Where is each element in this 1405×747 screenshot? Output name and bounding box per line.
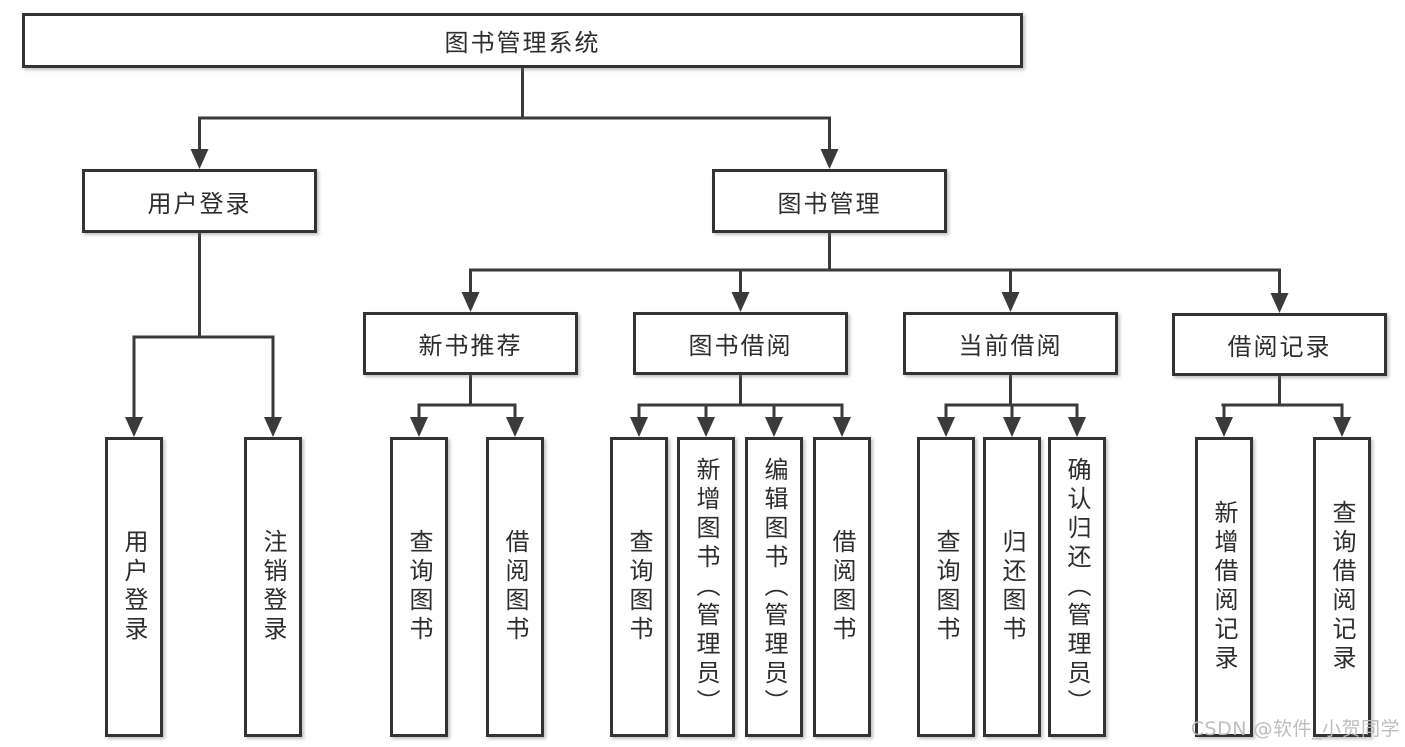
node-label: 查询借阅记录 bbox=[1328, 500, 1356, 674]
node-label: 新增图书（管理员） bbox=[692, 456, 720, 718]
node-label: 新书推荐 bbox=[418, 332, 523, 360]
leaf-query-books-borrow: 查询图书 bbox=[610, 437, 668, 737]
leaf-query-books-recommend: 查询图书 bbox=[390, 437, 448, 737]
node-label: 编辑图书（管理员） bbox=[760, 456, 788, 718]
arrowheads bbox=[125, 149, 1351, 437]
node-new-book-recommend: 新书推荐 bbox=[363, 312, 578, 375]
leaf-user-login: 用户登录 bbox=[105, 437, 163, 737]
node-label: 图书借阅 bbox=[688, 332, 793, 360]
node-current-borrow: 当前借阅 bbox=[903, 312, 1118, 375]
node-borrow-records: 借阅记录 bbox=[1172, 313, 1387, 376]
node-label: 借阅记录 bbox=[1227, 333, 1332, 361]
node-label: 用户登录 bbox=[120, 529, 148, 645]
csdn-watermark: CSDN @软件_小贺同学 bbox=[1190, 718, 1400, 740]
leaf-query-borrow-record: 查询借阅记录 bbox=[1313, 437, 1371, 737]
leaf-query-books-current: 查询图书 bbox=[917, 437, 975, 737]
node-label: 查询图书 bbox=[405, 529, 433, 645]
node-label: 查询图书 bbox=[932, 529, 960, 645]
leaf-add-borrow-record: 新增借阅记录 bbox=[1195, 437, 1253, 737]
node-label: 注销登录 bbox=[259, 529, 287, 645]
node-label: 归还图书 bbox=[998, 529, 1026, 645]
leaf-logout: 注销登录 bbox=[244, 437, 302, 737]
node-label: 新增借阅记录 bbox=[1210, 500, 1238, 674]
node-book-borrow: 图书借阅 bbox=[633, 312, 848, 375]
leaf-borrow-books-borrow: 借阅图书 bbox=[813, 437, 871, 737]
node-label: 借阅图书 bbox=[501, 529, 529, 645]
leaf-return-books: 归还图书 bbox=[983, 437, 1041, 737]
node-label: 确认归还（管理员） bbox=[1063, 456, 1091, 718]
node-label: 查询图书 bbox=[625, 529, 653, 645]
leaf-add-books-admin: 新增图书（管理员） bbox=[677, 437, 735, 737]
leaf-edit-books-admin: 编辑图书（管理员） bbox=[745, 437, 803, 737]
node-label: 当前借阅 bbox=[958, 332, 1063, 360]
node-label: 图书管理 bbox=[777, 189, 882, 218]
node-label: 借阅图书 bbox=[828, 529, 856, 645]
node-user-login: 用户登录 bbox=[82, 169, 317, 233]
node-book-management: 图书管理 bbox=[712, 169, 947, 233]
leaf-confirm-return-admin: 确认归还（管理员） bbox=[1048, 437, 1106, 737]
node-library-system: 图书管理系统 bbox=[22, 13, 1023, 68]
node-label: 图书管理系统 bbox=[444, 29, 601, 57]
leaf-borrow-books-recommend: 借阅图书 bbox=[486, 437, 544, 737]
node-label: 用户登录 bbox=[147, 189, 252, 218]
